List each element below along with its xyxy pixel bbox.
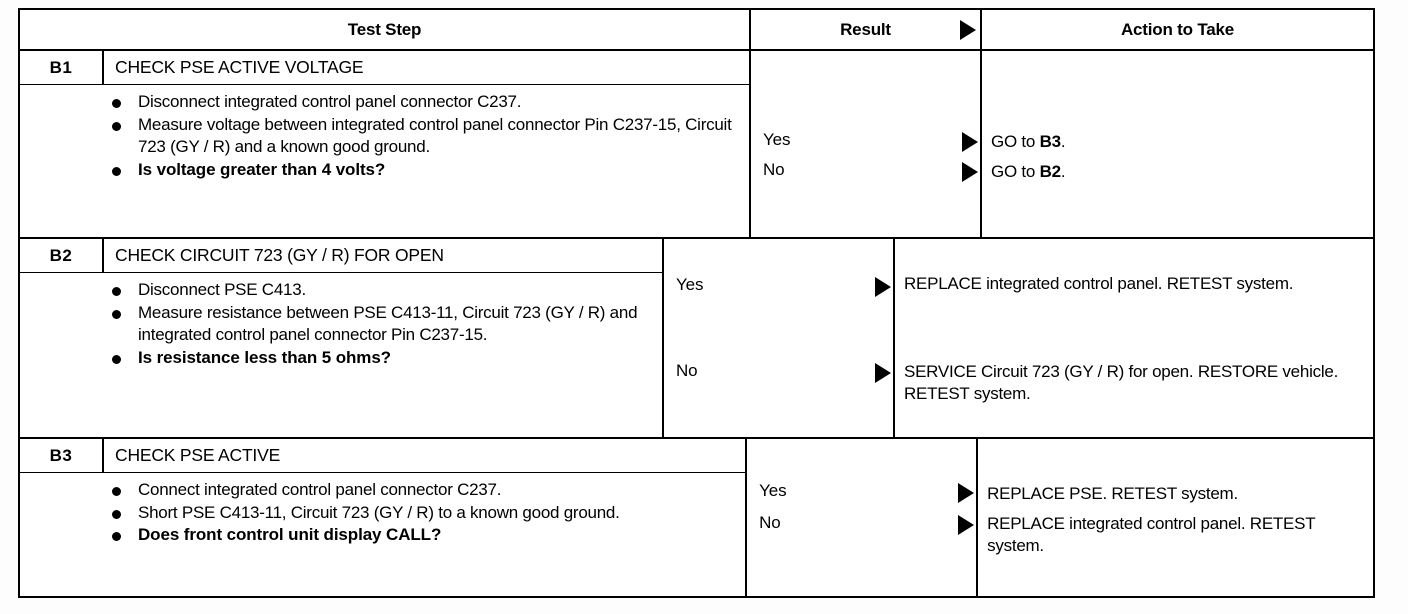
- step-id-b2: B2: [20, 239, 104, 273]
- step-bullet-list-b3: Connect integrated control panel connect…: [20, 479, 735, 547]
- action-text-prefix: GO to: [991, 132, 1040, 151]
- header-test-step-label: Test Step: [347, 19, 422, 39]
- test-step-column-b2: B2 CHECK CIRCUIT 723 (GY / R) FOR OPEN D…: [20, 239, 662, 437]
- result-label: No: [759, 513, 781, 533]
- action-text-prefix: REPLACE integrated control panel. RETEST…: [987, 514, 1316, 555]
- step-id-b1: B1: [20, 51, 104, 84]
- action-row-yes-b1: GO to B3.: [982, 131, 1066, 161]
- test-step-column-b1: B1 CHECK PSE ACTIVE VOLTAGE Disconnect i…: [20, 51, 749, 237]
- action-text-step-ref: B2: [1039, 162, 1061, 181]
- result-label: Yes: [763, 130, 791, 149]
- right-triangle-icon: [958, 483, 975, 504]
- test-block-b2: B2 CHECK CIRCUIT 723 (GY / R) FOR OPEN D…: [20, 239, 1373, 440]
- list-item: Does front control unit display CALL?: [111, 524, 735, 547]
- action-text-prefix: GO to: [991, 162, 1040, 181]
- right-triangle-icon: [874, 363, 891, 384]
- step-body-b1: Disconnect integrated control panel conn…: [20, 85, 749, 237]
- header-test-step: Test Step: [20, 10, 749, 49]
- action-text-prefix: SERVICE Circuit 723 (GY / R) for open. R…: [903, 362, 1339, 403]
- action-row-yes-b3: REPLACE PSE. RETEST system.: [978, 483, 1373, 513]
- action-column-b3: REPLACE PSE. RETEST system. REPLACE inte…: [976, 439, 1373, 597]
- step-title-row-b2: B2 CHECK CIRCUIT 723 (GY / R) FOR OPEN: [20, 239, 662, 274]
- action-text-suffix: .: [1060, 162, 1066, 181]
- step-title-row-b3: B3 CHECK PSE ACTIVE: [20, 439, 746, 474]
- action-row-no-b3: REPLACE integrated control panel. RETEST…: [978, 513, 1373, 555]
- list-item: Measure resistance between PSE C413-11, …: [112, 302, 652, 347]
- action-row-yes-b2: REPLACE integrated control panel. RETEST…: [895, 273, 1373, 361]
- result-action-area-b1: Yes No GO to B3. GO to B2.: [749, 51, 1373, 238]
- action-text-prefix: REPLACE integrated control panel. RETEST…: [903, 274, 1294, 294]
- result-label: No: [675, 361, 698, 381]
- list-item: Is voltage greater than 4 volts?: [112, 159, 738, 182]
- result-row-no-b2: No: [664, 361, 893, 391]
- step-body-b3: Connect integrated control panel connect…: [20, 473, 745, 596]
- right-triangle-icon: [958, 515, 975, 536]
- result-row-yes-b1: Yes: [751, 130, 980, 160]
- action-row-no-b2: SERVICE Circuit 723 (GY / R) for open. R…: [895, 361, 1373, 403]
- step-title-b2: CHECK CIRCUIT 723 (GY / R) FOR OPEN: [115, 245, 444, 266]
- list-item: Disconnect integrated control panel conn…: [112, 91, 738, 114]
- step-title-row-b1: B1 CHECK PSE ACTIVE VOLTAGE: [20, 51, 749, 85]
- result-column-b1: Yes No: [751, 51, 980, 237]
- result-row-no-b3: No: [747, 513, 976, 543]
- list-item: Is resistance less than 5 ohms?: [112, 347, 652, 370]
- result-row-no-b1: No: [751, 160, 980, 190]
- step-title-b3: CHECK PSE ACTIVE: [115, 445, 281, 466]
- result-label: No: [763, 160, 785, 179]
- step-bullet-list-b1: Disconnect integrated control panel conn…: [20, 91, 739, 181]
- header-action-label: Action to Take: [1120, 19, 1235, 39]
- result-column-b3: Yes No: [747, 439, 976, 596]
- list-item: Short PSE C413-11, Circuit 723 (GY / R) …: [111, 502, 735, 525]
- result-action-area-b2: Yes No REPLACE integrated control panel.…: [661, 239, 1373, 438]
- action-row-no-b1: GO to B2.: [982, 161, 1066, 191]
- test-step-column-b3: B3 CHECK PSE ACTIVE Connect integrated c…: [20, 439, 746, 596]
- result-label: Yes: [675, 275, 704, 295]
- step-bullet-list-b2: Disconnect PSE C413. Measure resistance …: [20, 279, 652, 369]
- test-block-b1: B1 CHECK PSE ACTIVE VOLTAGE Disconnect i…: [20, 51, 1373, 240]
- step-id-b3: B3: [20, 439, 104, 473]
- action-column-b1: GO to B3. GO to B2.: [980, 51, 1066, 238]
- list-item: Measure voltage between integrated contr…: [112, 114, 738, 159]
- step-title-b1: CHECK PSE ACTIVE VOLTAGE: [115, 57, 364, 77]
- header-result: Result: [749, 10, 980, 49]
- header-action-to-take: Action to Take: [980, 10, 1373, 49]
- pinpoint-test-table: Test Step Result Action to Take B1 CHECK…: [18, 8, 1375, 598]
- result-action-area-b3: Yes No REPLACE PSE. RETEST system. REPLA…: [745, 439, 1373, 597]
- action-column-b2: REPLACE integrated control panel. RETEST…: [892, 239, 1373, 438]
- header-result-label: Result: [840, 19, 891, 39]
- result-label: Yes: [759, 481, 787, 501]
- list-item: Connect integrated control panel connect…: [111, 479, 735, 502]
- action-text-suffix: .: [1060, 132, 1066, 151]
- test-block-b3: B3 CHECK PSE ACTIVE Connect integrated c…: [20, 439, 1373, 597]
- result-column-b2: Yes No: [664, 239, 893, 437]
- action-text-prefix: REPLACE PSE. RETEST system.: [987, 484, 1238, 504]
- right-triangle-icon: [962, 132, 978, 152]
- list-item: Disconnect PSE C413.: [112, 279, 652, 302]
- result-row-yes-b2: Yes: [664, 275, 893, 361]
- action-text-step-ref: B3: [1039, 132, 1061, 151]
- right-triangle-icon: [962, 162, 978, 182]
- table-header-row: Test Step Result Action to Take: [20, 10, 1373, 51]
- right-triangle-icon: [960, 19, 976, 40]
- step-body-b2: Disconnect PSE C413. Measure resistance …: [20, 273, 662, 437]
- result-row-yes-b3: Yes: [747, 481, 976, 513]
- right-triangle-icon: [874, 277, 891, 298]
